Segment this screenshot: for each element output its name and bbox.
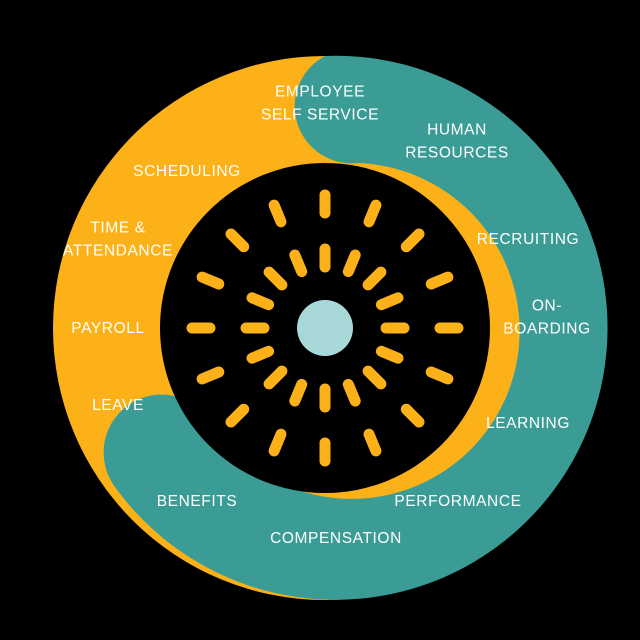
label-line: LEAVE: [92, 397, 144, 414]
label-line: BENEFITS: [157, 493, 238, 510]
label-line: RESOURCES: [405, 145, 509, 162]
sunburst-ray: [246, 345, 275, 364]
sunburst-ray: [246, 292, 275, 311]
sunburst-ray: [268, 428, 287, 457]
sunburst-ray: [363, 428, 382, 457]
label-line: SCHEDULING: [133, 163, 241, 180]
sunburst-ray: [375, 345, 404, 364]
sunburst-rays: [186, 189, 464, 467]
label-line: RECRUITING: [477, 231, 579, 248]
sunburst-ray: [363, 199, 382, 228]
label-line: COMPENSATION: [270, 530, 402, 547]
label-learning: LEARNING: [486, 415, 570, 432]
label-line: PERFORMANCE: [394, 493, 521, 510]
label-payroll: PAYROLL: [71, 320, 144, 337]
label-leave: LEAVE: [92, 397, 144, 414]
sunburst-ray: [196, 271, 225, 290]
label-employee-self-service: EMPLOYEE SELF SERVICE: [261, 84, 379, 124]
sunburst-ray: [400, 403, 425, 428]
sunburst-ray: [342, 249, 361, 278]
label-compensation: COMPENSATION: [270, 530, 402, 547]
label-line: SELF SERVICE: [261, 107, 379, 124]
label-line: LEARNING: [486, 415, 570, 432]
label-line: EMPLOYEE: [275, 84, 365, 101]
sunburst-ray: [425, 271, 454, 290]
label-line: ATTENDANCE: [63, 243, 173, 260]
label-line: PAYROLL: [71, 320, 144, 337]
sunburst-ray: [225, 403, 250, 428]
sunburst-ray: [375, 292, 404, 311]
sunburst-ray: [289, 249, 308, 278]
label-line: HUMAN: [427, 122, 487, 139]
label-performance: PERFORMANCE: [394, 493, 521, 510]
label-line: ON-: [532, 298, 562, 315]
label-recruiting: RECRUITING: [477, 231, 579, 248]
teal-band: [103, 55, 608, 600]
label-onboarding: ON- BOARDING: [503, 298, 590, 338]
label-scheduling: SCHEDULING: [133, 163, 241, 180]
sunburst-ray: [268, 199, 287, 228]
label-line: TIME &: [90, 220, 145, 237]
sunburst-ray: [196, 366, 225, 385]
center-dot: [297, 300, 353, 356]
segment-labels: EMPLOYEE SELF SERVICE HUMAN RESOURCES RECR…: [63, 84, 590, 548]
label-human-resources: HUMAN RESOURCES: [405, 122, 509, 162]
label-time-attendance: TIME & ATTENDANCE: [63, 220, 173, 260]
sunburst-ray: [342, 378, 361, 407]
label-line: BOARDING: [503, 321, 590, 338]
sunburst-ray: [263, 365, 288, 390]
sunburst-ray: [289, 378, 308, 407]
sunburst-ray: [425, 366, 454, 385]
label-benefits: BENEFITS: [157, 493, 238, 510]
sunburst-ray: [263, 266, 288, 291]
sunburst-ray: [225, 228, 250, 253]
sunburst-ray: [362, 266, 387, 291]
sunburst-ray: [362, 365, 387, 390]
sunburst-ray: [400, 228, 425, 253]
